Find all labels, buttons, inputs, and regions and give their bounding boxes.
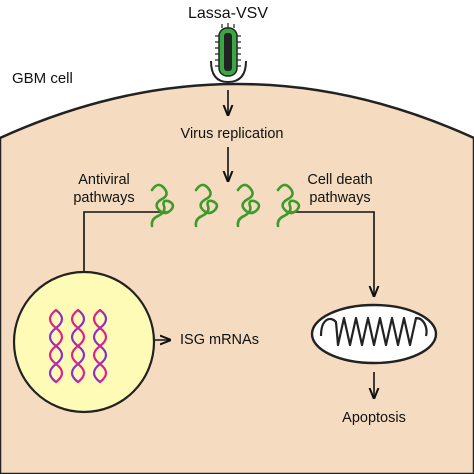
- arrow-antiviral: [84, 211, 168, 300]
- apoptosis-label: Apoptosis: [342, 410, 406, 426]
- isg-label: ISG mRNAs: [180, 332, 259, 348]
- mitochondrion-icon: [310, 303, 438, 365]
- nucleus-icon: [12, 270, 156, 414]
- dna-helix-icon: [92, 308, 108, 384]
- viral-rna-icon: [194, 183, 219, 228]
- antiviral-label-line2: pathways: [73, 190, 134, 206]
- replication-label: Virus replication: [181, 126, 284, 142]
- dna-helix-group: [48, 308, 108, 384]
- celldeath-label-line2: pathways: [309, 190, 370, 206]
- viral-rna-group: [150, 183, 301, 228]
- dna-helix-icon: [70, 308, 86, 384]
- viral-rna-icon: [150, 183, 175, 228]
- cell-label: GBM cell: [12, 70, 73, 87]
- viral-rna-icon: [236, 183, 261, 228]
- antiviral-label-line1: Antiviral: [78, 172, 130, 188]
- arrow-celldeath: [287, 211, 374, 296]
- virion-icon: [210, 23, 247, 84]
- virus-label: Lassa-VSV: [188, 5, 268, 22]
- celldeath-label-line1: Cell death: [307, 172, 372, 188]
- dna-helix-icon: [48, 308, 64, 384]
- viral-rna-icon: [276, 183, 301, 228]
